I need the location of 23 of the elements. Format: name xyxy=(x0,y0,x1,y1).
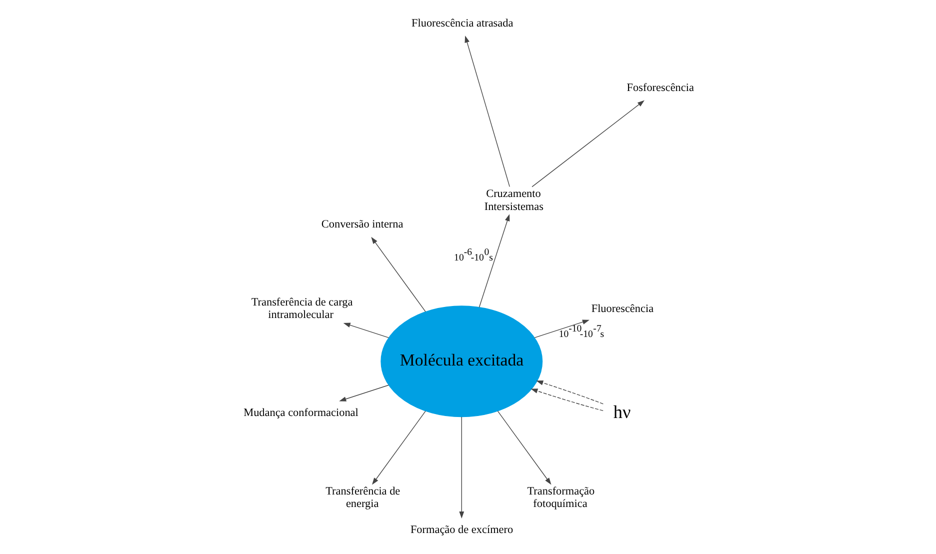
arrow xyxy=(372,410,426,485)
arrow xyxy=(530,388,603,412)
node-text: Fosforescência xyxy=(626,82,694,94)
node-text: Conversão interna xyxy=(320,218,403,230)
node-text: Formação de excímero xyxy=(410,524,513,536)
arrow xyxy=(534,320,589,338)
node-text: Transferência de carga intramolecular xyxy=(250,296,352,322)
arrow xyxy=(464,36,510,188)
arrow xyxy=(536,380,604,404)
node-text: Fluorescência xyxy=(590,302,654,315)
node-text: Fluorescência atrasada xyxy=(411,17,513,30)
arrow xyxy=(531,100,644,188)
arrow xyxy=(496,410,551,485)
arrow xyxy=(458,416,464,518)
arrow xyxy=(478,214,510,308)
arrow xyxy=(338,384,388,402)
node-text: Transferência de energia xyxy=(325,485,400,510)
arrow xyxy=(342,322,388,338)
node-text: Cruzamento Intersistemas xyxy=(484,188,543,213)
node-text: hν xyxy=(612,402,630,422)
node-text: Mudança conformacional xyxy=(243,407,358,420)
arrow xyxy=(370,236,426,312)
node-text: Transformação fotoquímica xyxy=(526,485,594,510)
